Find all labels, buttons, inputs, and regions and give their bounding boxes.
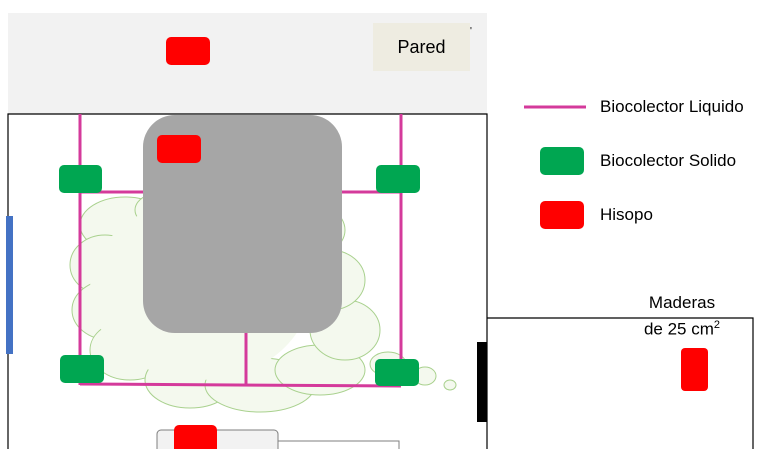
solid-collector-top-left: [59, 165, 102, 193]
wood-board-label: Maderas de 25 cm2: [628, 292, 736, 341]
bottom-bench-right: [277, 440, 400, 449]
wood-board-unit-exponent: 2: [713, 319, 721, 331]
left-door: [6, 216, 13, 354]
wall-label-box: Pared: [373, 23, 470, 71]
solid-collector-bottom-left: [60, 355, 104, 383]
swab-wall: [166, 37, 210, 65]
central-table: [143, 115, 342, 333]
wall-label: Pared: [397, 36, 446, 57]
right-door: [477, 342, 487, 422]
wood-board-label-line2: de 25 cm2: [628, 314, 736, 341]
legend-label-liquid: Biocolector Liquido: [600, 97, 744, 116]
solid-collector-bottom-right: [375, 359, 419, 386]
swab-bench: [174, 425, 217, 449]
wall-label-mark: ': [470, 26, 472, 37]
swab-table: [157, 135, 201, 163]
legend-symbol-swab: [540, 201, 584, 229]
wood-board-label-line1: Maderas: [648, 293, 716, 312]
legend-symbol-solid: [540, 147, 584, 175]
legend-label-solid: Biocolector Solido: [600, 151, 737, 170]
solid-collector-top-right: [376, 165, 420, 193]
legend-label-swab: Hisopo: [600, 205, 653, 224]
swab-wood-board: [681, 348, 708, 391]
wood-board-size: de 25 cm: [643, 319, 714, 339]
side-room-outline: [487, 317, 754, 449]
